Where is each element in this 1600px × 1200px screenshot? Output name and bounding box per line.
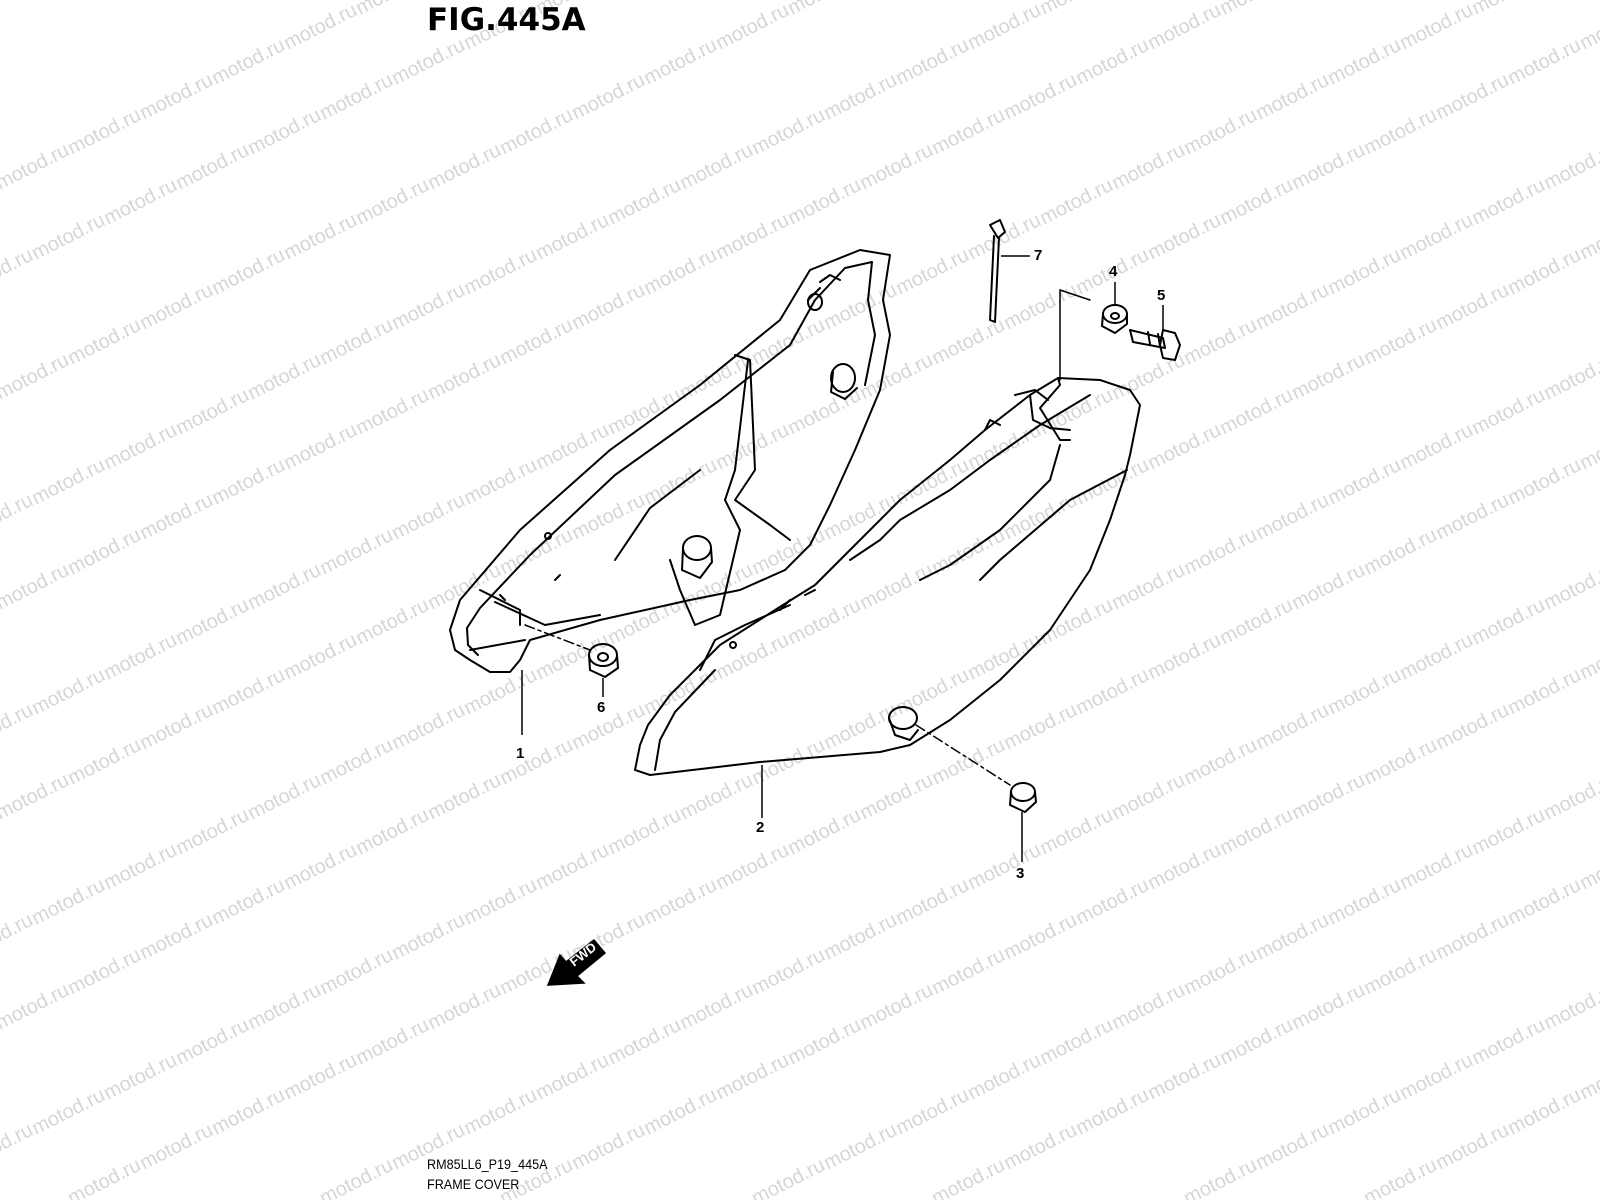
collar-4 [1101, 304, 1128, 334]
cable-tie-7 [989, 219, 1006, 323]
figure-name: FRAME COVER [427, 1176, 520, 1192]
leader-4-to-cover [1059, 289, 1091, 301]
figure-title: FIG.445A [427, 2, 586, 38]
frame-cover-left [449, 249, 891, 673]
bolt-5 [1129, 329, 1181, 361]
leader-dash-6 [524, 624, 591, 651]
callout-1: 1 [516, 745, 525, 762]
callout-3: 3 [1016, 865, 1025, 882]
figure-code: RM85LL6_P19_445A [427, 1156, 548, 1172]
callout-5: 5 [1157, 287, 1166, 304]
grommet-3 [1009, 782, 1037, 813]
forward-arrow-icon: FWD [546, 938, 607, 986]
callout-4: 4 [1109, 263, 1118, 280]
leader-dash-3 [915, 724, 1011, 786]
callout-7: 7 [1034, 247, 1043, 264]
frame-cover-right [634, 377, 1141, 776]
grommet-6 [588, 643, 619, 678]
callout-2: 2 [756, 819, 765, 836]
callout-6: 6 [597, 699, 606, 716]
